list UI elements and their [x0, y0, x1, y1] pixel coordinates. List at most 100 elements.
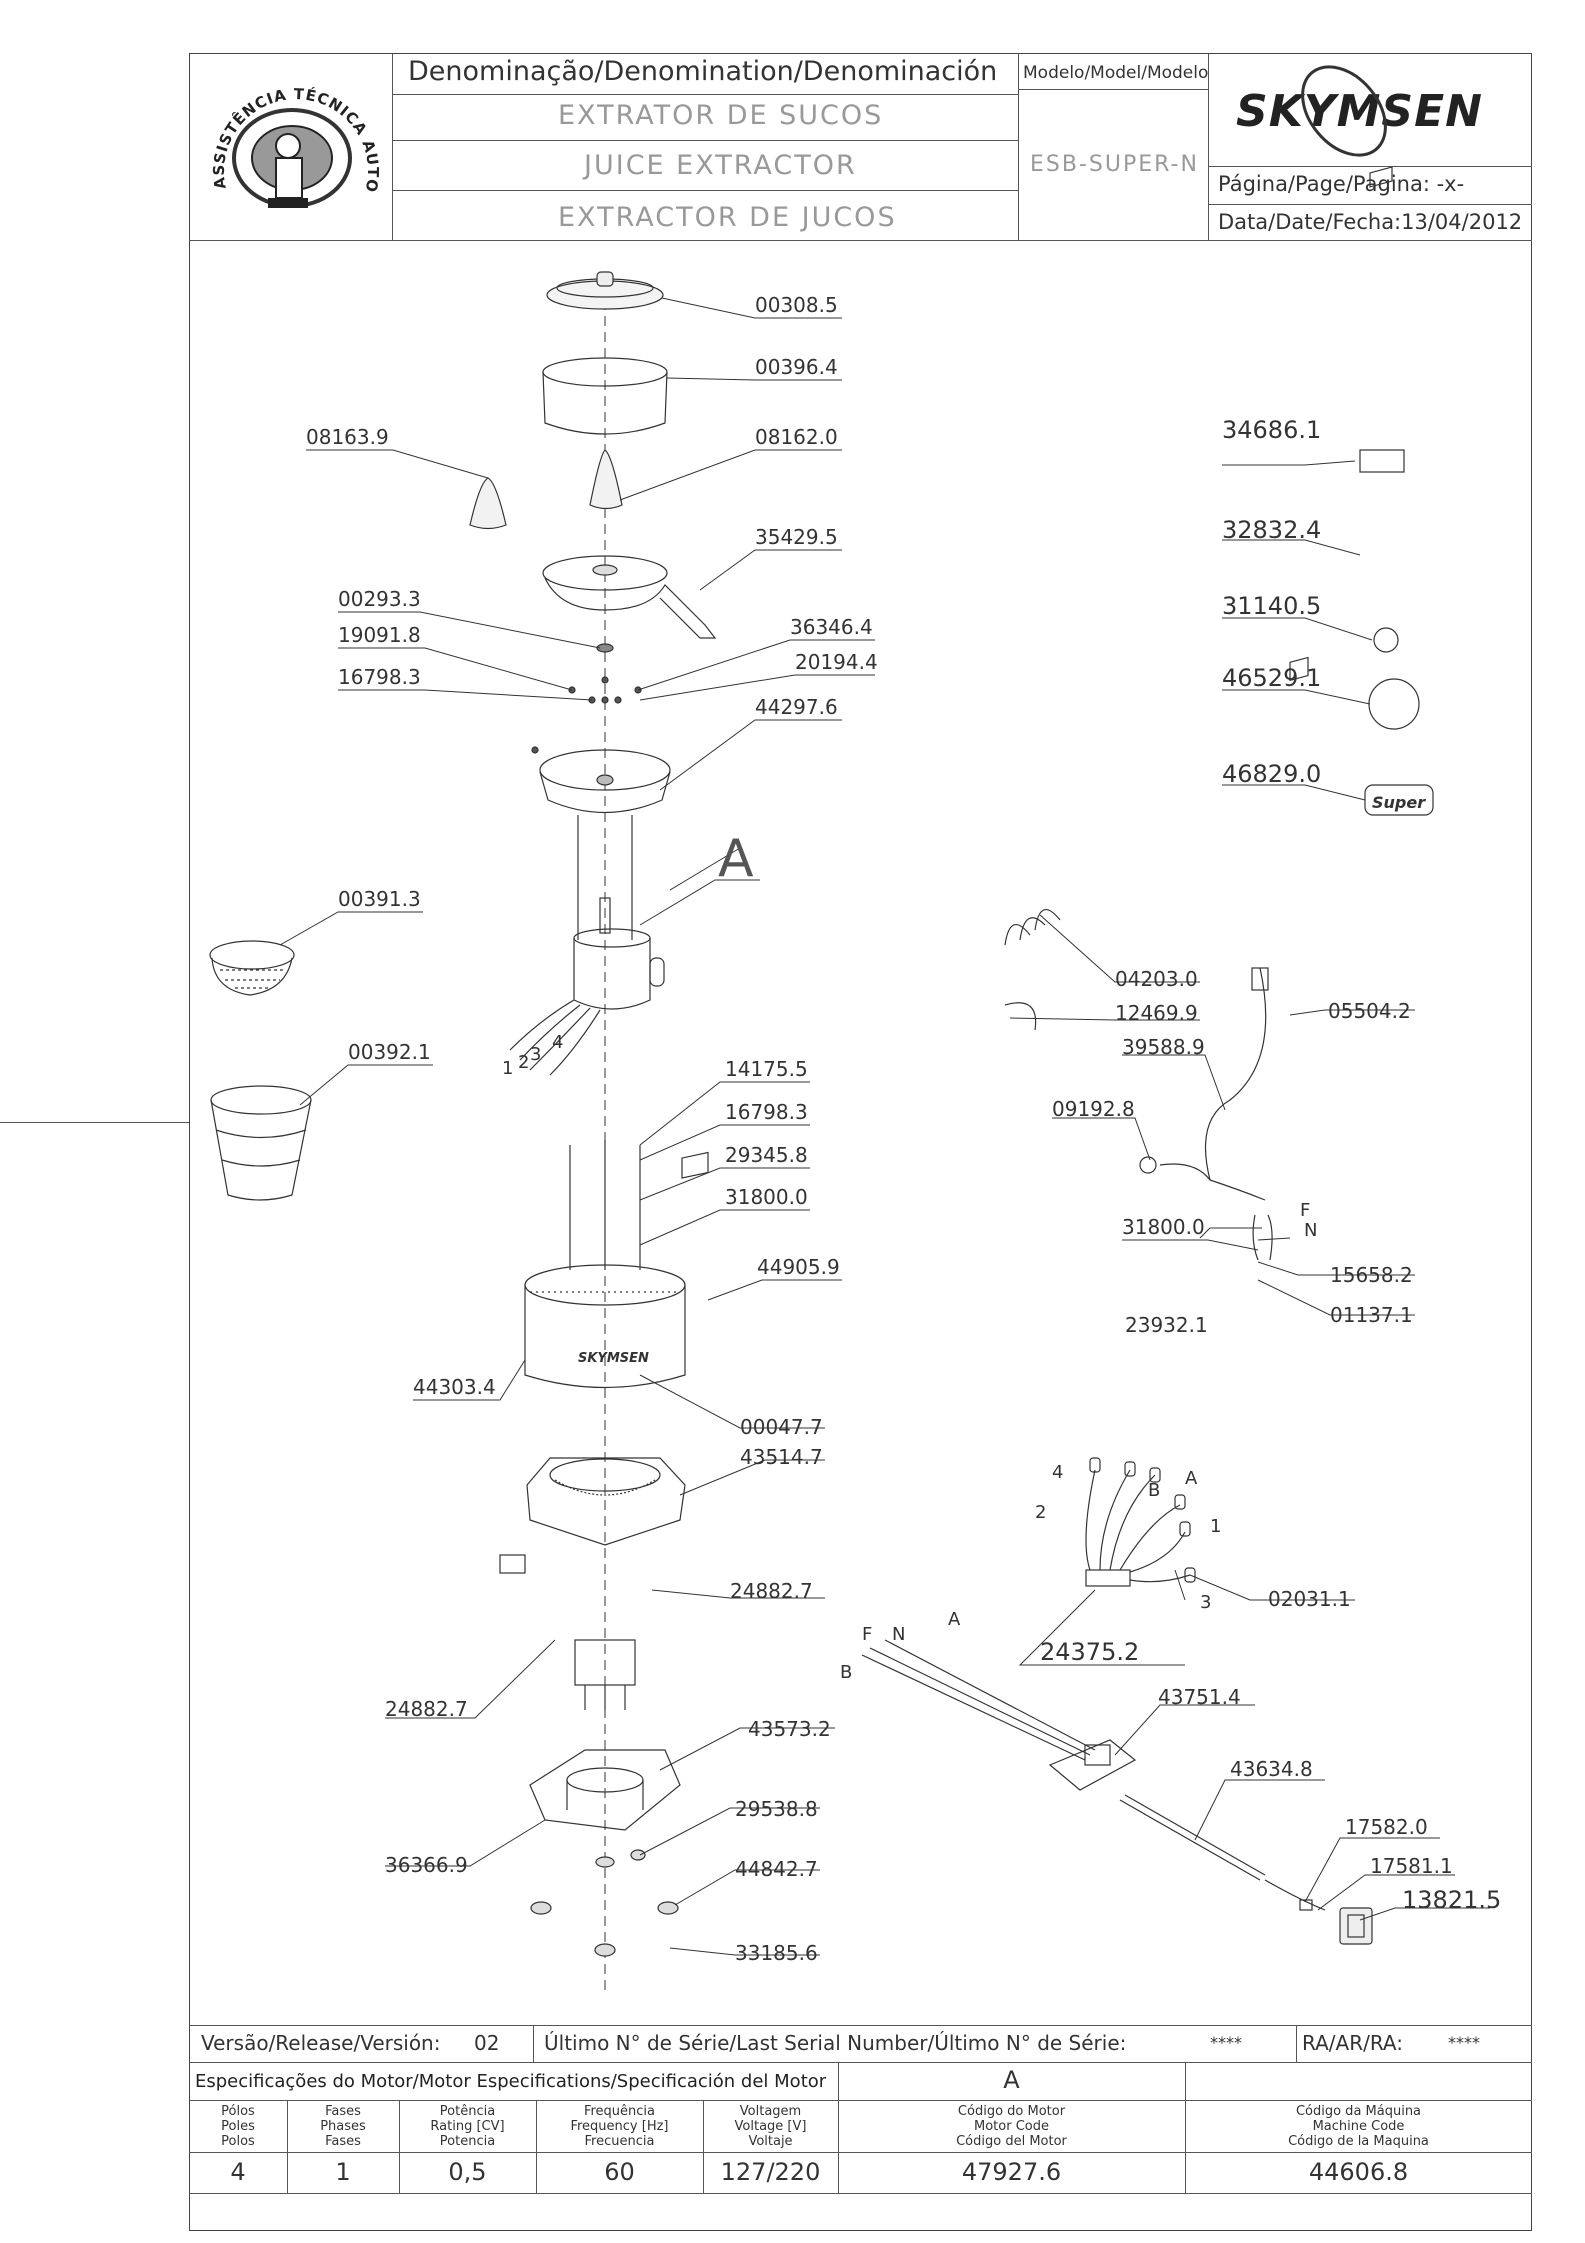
machine-code-value: 44606.8 [1308, 2158, 1409, 2186]
wire-letter: 1 [502, 1058, 513, 1079]
part-number-label: 13821.5 [1402, 1886, 1501, 1914]
product-name-en: JUICE EXTRACTOR [584, 150, 857, 181]
wire-letter: N [892, 1624, 905, 1645]
margin-line [0, 1122, 189, 1123]
part-number-label: 05504.2 [1328, 999, 1411, 1023]
wire-letter: B [840, 1662, 852, 1683]
motor-variant-letter: A [718, 829, 754, 889]
serial-value: **** [1210, 2033, 1242, 2052]
part-number-label: 29345.8 [725, 1143, 808, 1167]
part-number-label: 33185.6 [735, 1941, 818, 1965]
wire-harness-part [1085, 1457, 1196, 1587]
product-name-es: EXTRACTOR DE JUCOS [558, 202, 897, 233]
part-number-label: 32832.4 [1222, 516, 1321, 544]
part-number-label: 43514.7 [740, 1445, 823, 1469]
part-number-label: 43573.2 [748, 1717, 831, 1741]
part-number-label: 34686.1 [1222, 416, 1321, 444]
part-number-label: 31800.0 [725, 1185, 808, 1209]
model-value: ESB-SUPER-N [1030, 152, 1199, 177]
ra-value: **** [1448, 2033, 1480, 2052]
model-label: Modelo/Model/Modelo [1023, 63, 1209, 83]
part-number-label: 09192.8 [1052, 1097, 1135, 1121]
part-number-label: 17582.0 [1345, 1815, 1428, 1839]
part-number-label: 36346.4 [790, 615, 873, 639]
label-part [681, 1151, 709, 1179]
part-number-label: 44905.9 [757, 1255, 840, 1279]
wire-letter: N [1304, 1220, 1317, 1241]
part-number-label: 31140.5 [1222, 592, 1321, 620]
denomination-label: Denominação/Denomination/Denominación [408, 56, 998, 87]
part-number-label: 46529.1 [1222, 664, 1321, 692]
juice-tray-part [542, 555, 717, 639]
wire-letter: F [1300, 1200, 1310, 1221]
reamer-cone-part [589, 449, 623, 510]
part-number-label: 00047.7 [740, 1415, 823, 1439]
seal-sticker-part [1368, 678, 1420, 730]
page-label: Página/Page/Pagina: -x- [1218, 172, 1465, 196]
part-number-label: 08162.0 [755, 425, 838, 449]
date-label: Data/Date/Fecha:13/04/2012 [1218, 210, 1523, 234]
part-number-label: 17581.1 [1370, 1854, 1453, 1878]
wire-letter: 2 [1035, 1502, 1046, 1523]
control-board-part [1048, 1739, 1137, 1791]
plug-part [1251, 967, 1269, 991]
filter-basket-part [209, 940, 295, 996]
wire-letter: 3 [1200, 1592, 1211, 1613]
motor-code-value: 47927.6 [961, 2158, 1062, 2186]
wire-letter: A [1185, 1468, 1198, 1489]
rating-value: 0,5 [448, 2158, 487, 2186]
small-reamer-cone-part [469, 477, 507, 530]
part-number-label: 19091.8 [338, 623, 421, 647]
part-number-label: 44297.6 [755, 695, 838, 719]
part-number-label: 01137.1 [1330, 1303, 1413, 1327]
part-number-label: 00293.3 [338, 587, 421, 611]
frequency-value: 60 [604, 2158, 635, 2186]
cup-part [210, 1085, 312, 1201]
part-number-label: 46829.0 [1222, 760, 1321, 788]
wire-letter: 3 [530, 1044, 541, 1065]
ground-symbol-icon [1373, 627, 1399, 653]
skymsen-logo: SKYMSEN [1236, 86, 1484, 137]
poles-value: 4 [230, 2158, 246, 2186]
version-label: Versão/Release/Versión: [201, 2031, 441, 2055]
part-number-label: 15658.2 [1330, 1263, 1413, 1287]
motor-housing-part [524, 1264, 686, 1389]
part-number-label: 31800.0 [1122, 1215, 1205, 1239]
cover-ring-part [542, 357, 668, 435]
part-number-label: 02031.1 [1268, 1587, 1351, 1611]
part-number-label: 39588.9 [1122, 1035, 1205, 1059]
washer-part [596, 643, 614, 653]
wire-letter: 2 [518, 1052, 529, 1073]
part-number-label: 12469.9 [1115, 1001, 1198, 1025]
part-number-label: 00392.1 [348, 1040, 431, 1064]
wire-letter: 4 [552, 1032, 563, 1053]
cable-gland-part [1139, 1156, 1157, 1174]
logo-swoosh-icon [1301, 65, 1387, 157]
motor-part [509, 897, 665, 1076]
part-number-label: 00396.4 [755, 355, 838, 379]
rating-plate-part [1359, 449, 1405, 473]
phases-value: 1 [335, 2158, 351, 2186]
wire-letter: 4 [1052, 1462, 1063, 1483]
super-badge-text: Super [1372, 793, 1426, 812]
drawing-sheet [189, 53, 1532, 2231]
part-number-label: 00308.5 [755, 293, 838, 317]
wire-letter: 1 [1210, 1516, 1221, 1537]
serial-label: Último N° de Série/Last Serial Number/Úl… [544, 2031, 1127, 2055]
ra-label: RA/AR/RA: [1302, 2031, 1403, 2055]
part-number-label: 43751.4 [1158, 1685, 1241, 1709]
part-number-label: 16798.3 [725, 1100, 808, 1124]
part-number-label: 24375.2 [1040, 1638, 1139, 1666]
sticker-part [1369, 166, 1393, 188]
part-number-label: 35429.5 [755, 525, 838, 549]
wire-letter: A [948, 1609, 961, 1630]
part-number-label: 24882.7 [385, 1697, 468, 1721]
part-number-label: 24882.7 [730, 1579, 813, 1603]
